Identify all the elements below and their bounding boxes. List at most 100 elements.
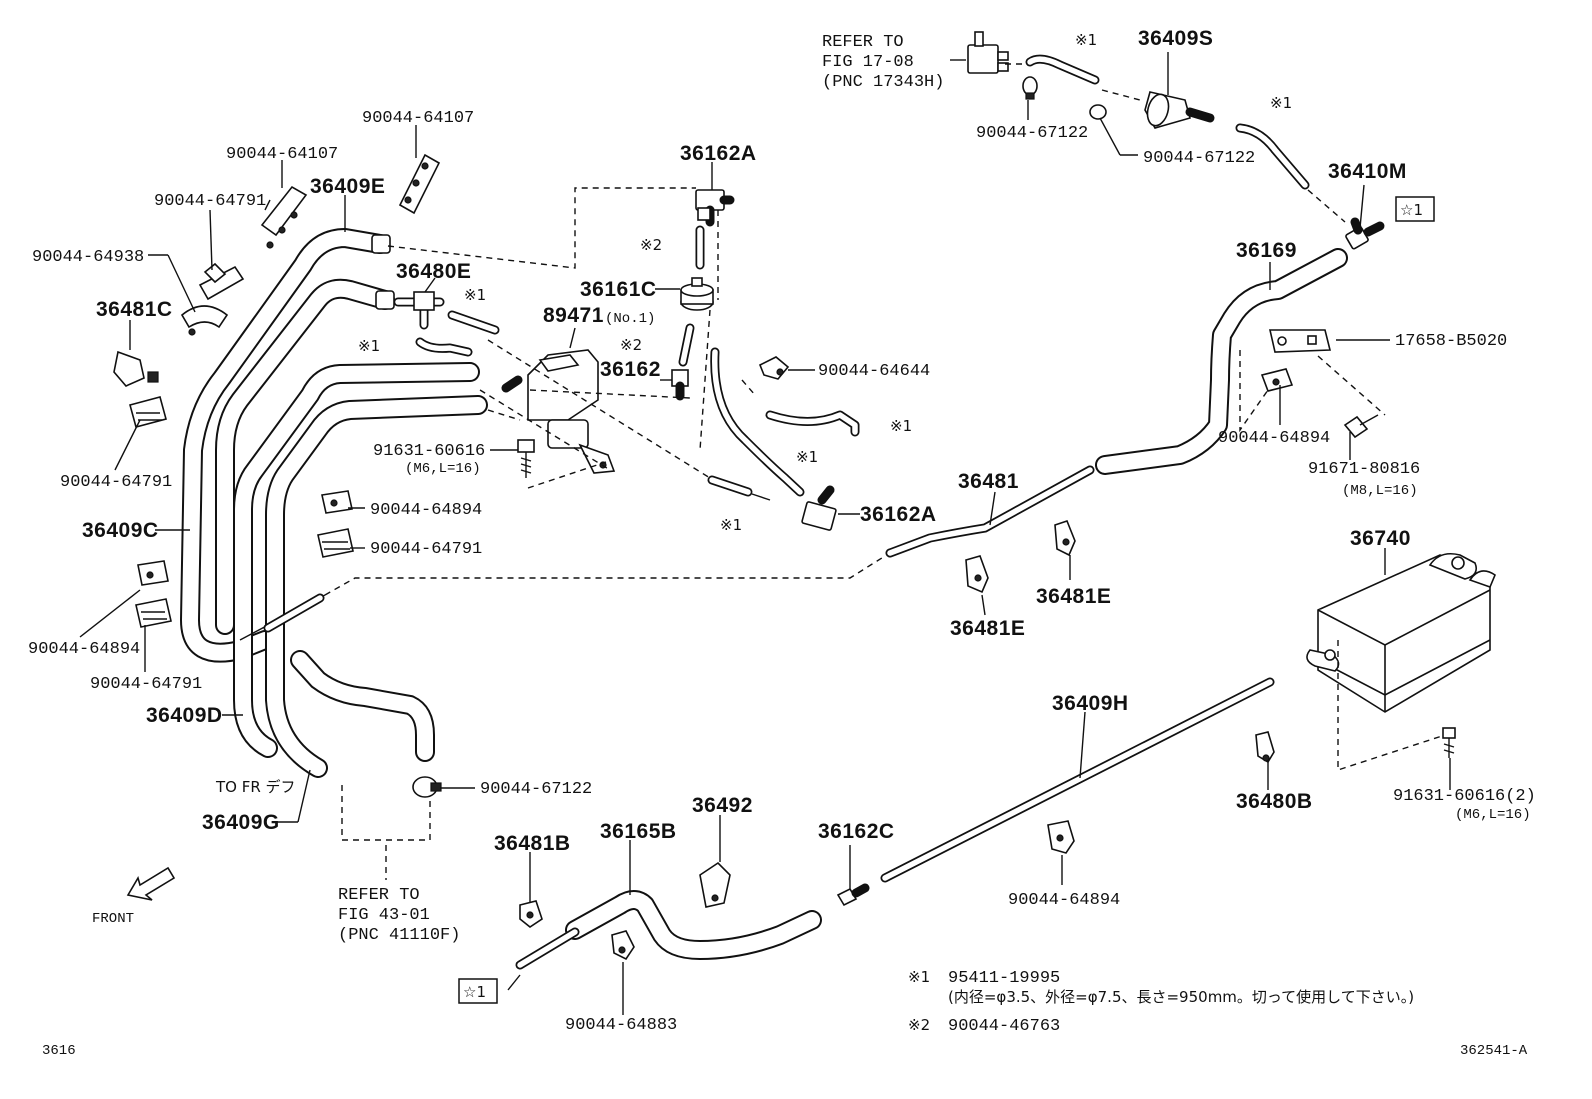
filter-36409S <box>1144 91 1215 129</box>
label-90044-67122-b: 90044-67122 <box>480 780 592 799</box>
tee-36480E <box>393 291 445 330</box>
label-36481C: 36481C <box>96 298 173 321</box>
ref-fig17-line1: REFER TO <box>822 33 904 52</box>
label-36481E-b: 36481E <box>950 617 1025 640</box>
dash-bracket-r <box>1317 355 1386 416</box>
bolt-91631-60616-r <box>1442 727 1456 758</box>
label-90044-64791-b: 90044-64791 <box>60 473 172 492</box>
mark-kome1-e: ※1 <box>720 516 742 534</box>
clip-36480B <box>1255 731 1275 764</box>
clamp-90044-64938 <box>180 305 229 336</box>
label-90044-64894-l: 90044-64894 <box>28 640 140 659</box>
hose-36409G <box>265 395 488 778</box>
hose-kome1-right <box>1235 123 1310 190</box>
leader-dash <box>1101 89 1141 101</box>
clamp-90044-67122-t1 <box>1022 76 1038 100</box>
clamp-90044-64883 <box>611 930 635 961</box>
clip-36481E-b <box>965 555 989 594</box>
clip-36481E-a <box>1054 520 1076 557</box>
tee-36410M <box>1345 217 1385 250</box>
bolt-91671-80816 <box>1343 414 1379 439</box>
clamp-90044-64894-r <box>1260 368 1294 392</box>
clamp-90044-64791-m <box>317 528 354 558</box>
hose-36409E <box>180 228 391 663</box>
dash-valve-2 <box>479 389 611 471</box>
ref-fig43-line1: REFER TO <box>338 886 420 905</box>
label-90044-64894-r: 90044-64894 <box>1218 429 1330 448</box>
hose-kome2-b <box>678 323 695 367</box>
dash-fig43-box <box>341 785 431 841</box>
tee-36162A-top <box>695 189 735 227</box>
note1-mark: ※1 <box>908 968 930 986</box>
text-labels: REFER TO FIG 17-08 (PNC 17343H) ※1 36409… <box>28 27 1536 1059</box>
clamp-90044-64894-l <box>137 560 169 586</box>
label-to-fr-diff: TO FR デフ <box>215 778 296 796</box>
label-36169: 36169 <box>1236 239 1297 262</box>
union-36162C <box>836 883 870 907</box>
clamp-90044-64644 <box>758 356 790 380</box>
hose-36169 <box>1095 248 1348 475</box>
dash-hose-tee <box>1307 189 1346 223</box>
label-36409D: 36409D <box>146 704 223 727</box>
label-90044-67122-t2: 90044-67122 <box>1143 149 1255 168</box>
label-36161C: 36161C <box>580 278 657 301</box>
hose-kome1-b <box>415 337 473 357</box>
label-36492: 36492 <box>692 794 753 817</box>
label-36481E-a: 36481E <box>1036 585 1111 608</box>
hose-to-fig43 <box>290 650 435 762</box>
hose-kome1-d <box>765 410 860 437</box>
label-36410M: 36410M <box>1328 160 1407 183</box>
label-36481: 36481 <box>958 470 1019 493</box>
label-90044-64883: 90044-64883 <box>565 1016 677 1035</box>
dash-bundle-36481 <box>324 555 886 596</box>
ref-fig43-line2: FIG 43-01 <box>338 906 430 925</box>
mark-kome1-d: ※1 <box>890 417 912 435</box>
mark-kome1-c: ※1 <box>796 448 818 466</box>
label-91631-r-spec: (M6,L=16) <box>1455 807 1531 823</box>
ref-fig17-line2: FIG 17-08 <box>822 53 914 72</box>
label-36165B: 36165B <box>600 820 677 843</box>
label-36481B: 36481B <box>494 832 571 855</box>
label-89471: 89471 <box>543 304 604 327</box>
note1-desc: (内径=φ3.5、外径=φ7.5、長さ=950mm。切って使用して下さい。) <box>948 988 1414 1006</box>
vsv-89471 <box>501 349 616 474</box>
clamp-90044-67122-b <box>412 776 442 798</box>
pipe-36481 <box>885 465 1095 558</box>
front-arrow-icon <box>126 866 176 901</box>
hose-kome1-a <box>447 310 500 335</box>
clamp-90044-64791-c <box>135 598 172 628</box>
mark-kome1-right: ※1 <box>1270 94 1292 112</box>
ref-fig17-line3: (PNC 17343H) <box>822 73 944 92</box>
dash-bolt <box>527 461 607 489</box>
label-91631-l-spec: (M6,L=16) <box>405 461 481 477</box>
hose-36409D <box>233 362 480 758</box>
clamp-90044-64107-a <box>260 185 308 249</box>
union-36162 <box>671 369 689 401</box>
clamp-90044-67122-t2 <box>1089 104 1107 120</box>
clamp-90044-64791-b <box>129 396 167 428</box>
dash-36409E-36162A <box>387 187 696 269</box>
mark-kome1-b: ※1 <box>358 337 380 355</box>
label-91631-60616-l: 91631-60616 <box>373 442 485 461</box>
clamp-90044-64894-m <box>321 490 353 514</box>
mark-kome2-a: ※2 <box>640 236 662 254</box>
label-36162A-bottom: 36162A <box>860 503 937 526</box>
note1-part: 95411-19995 <box>948 969 1060 988</box>
label-36480E: 36480E <box>396 260 471 283</box>
label-91631-60616-r: 91631-60616(2) <box>1393 787 1536 806</box>
label-36409E: 36409E <box>310 175 385 198</box>
label-90044-67122-t1: 90044-67122 <box>976 124 1088 143</box>
star1-box-top <box>1395 196 1435 222</box>
pipe-36409H <box>880 677 1275 883</box>
hose-36409C <box>215 278 395 635</box>
label-90044-64107-a: 90044-64107 <box>226 145 338 164</box>
clamp-90044-64791-a <box>198 262 245 301</box>
label-89471-no: (No.1) <box>605 311 655 327</box>
canister-36740 <box>1306 552 1496 713</box>
label-90044-64938: 90044-64938 <box>32 248 144 267</box>
dash-36162A-vert <box>699 210 756 451</box>
label-90044-64894-b: 90044-64894 <box>1008 891 1120 910</box>
clip-36481B <box>519 900 543 928</box>
dash-valve-union <box>529 389 691 399</box>
